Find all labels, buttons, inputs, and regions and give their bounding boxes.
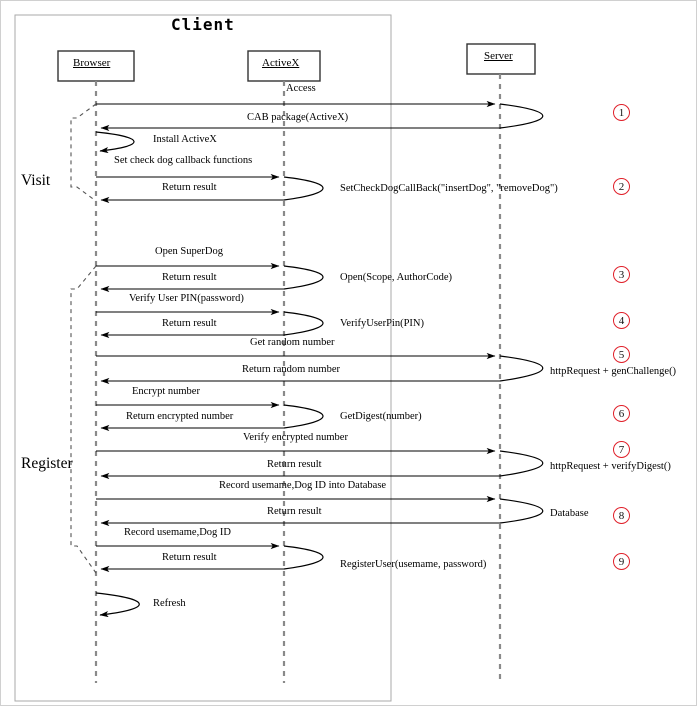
arrow-install-activex-loop bbox=[95, 131, 135, 154]
arrow-register-user-loop bbox=[283, 545, 324, 570]
message-label-return-result-3: Return result bbox=[162, 272, 217, 283]
actor-label-server: Server bbox=[484, 50, 513, 62]
message-label-set-check-dog: Set check dog callback functions bbox=[114, 155, 253, 166]
arrow-refresh-loop bbox=[95, 592, 140, 618]
message-label-install-activex: Install ActiveX bbox=[153, 134, 217, 145]
message-label-return-result-2: Return result bbox=[162, 182, 217, 193]
note-verify-user-pin: VerifyUserPin(PIN) bbox=[340, 318, 424, 329]
note-set-check-dog-callback: SetCheckDogCallBack("insertDog", "remove… bbox=[340, 183, 558, 194]
step-number-8: 8 bbox=[613, 507, 630, 524]
arrow-open-superdog-loop bbox=[283, 265, 324, 290]
message-label-open-superdog: Open SuperDog bbox=[155, 246, 223, 257]
step-number-4: 4 bbox=[613, 312, 630, 329]
step-number-7: 7 bbox=[613, 441, 630, 458]
actor-label-activex: ActiveX bbox=[262, 57, 300, 69]
note-http-request-verify-digest: httpRequest + verifyDigest() bbox=[550, 461, 671, 472]
group-brace-visit bbox=[70, 103, 97, 202]
step-number-5: 5 bbox=[613, 346, 630, 363]
step-number-1: 1 bbox=[613, 104, 630, 121]
message-label-verify-encrypted-number: Verify encrypted number bbox=[243, 432, 348, 443]
step-number-3: 3 bbox=[613, 266, 630, 283]
arrow-record-db-loop bbox=[499, 498, 544, 524]
group-label-visit: Visit bbox=[21, 172, 51, 189]
message-label-return-result-7: Return result bbox=[267, 459, 322, 470]
arrow-verify-digest-loop bbox=[499, 450, 544, 477]
actor-box-server bbox=[466, 43, 536, 75]
actor-label-browser: Browser bbox=[73, 57, 111, 69]
message-label-return-result-8: Return result bbox=[267, 506, 322, 517]
message-label-get-random-number: Get random number bbox=[250, 337, 335, 348]
note-register-user: RegisterUser(usemame, password) bbox=[340, 559, 487, 570]
message-label-return-random-number: Return random number bbox=[242, 364, 340, 375]
note-database: Database bbox=[550, 508, 589, 519]
message-label-verify-user-pin: Verify User PIN(password) bbox=[129, 293, 244, 304]
message-label-return-result-9: Return result bbox=[162, 552, 217, 563]
step-number-6: 6 bbox=[613, 405, 630, 422]
arrow-get-random-loop bbox=[499, 355, 544, 382]
client-frame bbox=[14, 14, 392, 702]
arrow-cab-loop bbox=[499, 103, 544, 129]
message-label-record-username-dogid: Record usemame,Dog ID bbox=[124, 527, 232, 538]
message-label-record-username-db: Record usemame,Dog ID into Database bbox=[219, 480, 387, 491]
group-label-register: Register bbox=[21, 455, 73, 472]
message-label-encrypt-number: Encrypt number bbox=[132, 386, 200, 397]
step-number-2: 2 bbox=[613, 178, 630, 195]
message-label-access: Access bbox=[286, 83, 316, 94]
message-label-refresh: Refresh bbox=[153, 598, 186, 609]
step-number-9: 9 bbox=[613, 553, 630, 570]
arrow-setcheckdog-loop bbox=[283, 176, 324, 201]
arrow-verify-pin-loop bbox=[283, 311, 324, 336]
note-open-scope-authorcode: Open(Scope, AuthorCode) bbox=[340, 272, 452, 283]
message-label-return-result-4: Return result bbox=[162, 318, 217, 329]
arrow-encrypt-loop bbox=[283, 404, 324, 429]
message-label-return-encrypted-number: Return encrypted number bbox=[126, 411, 234, 422]
group-brace-register bbox=[70, 265, 97, 574]
note-http-request-gen-challenge: httpRequest + genChallenge() bbox=[550, 366, 677, 377]
message-label-cab-package: CAB package(ActiveX) bbox=[247, 112, 349, 123]
client-frame-title: Client bbox=[171, 15, 235, 34]
note-get-digest: GetDigest(number) bbox=[340, 411, 422, 422]
